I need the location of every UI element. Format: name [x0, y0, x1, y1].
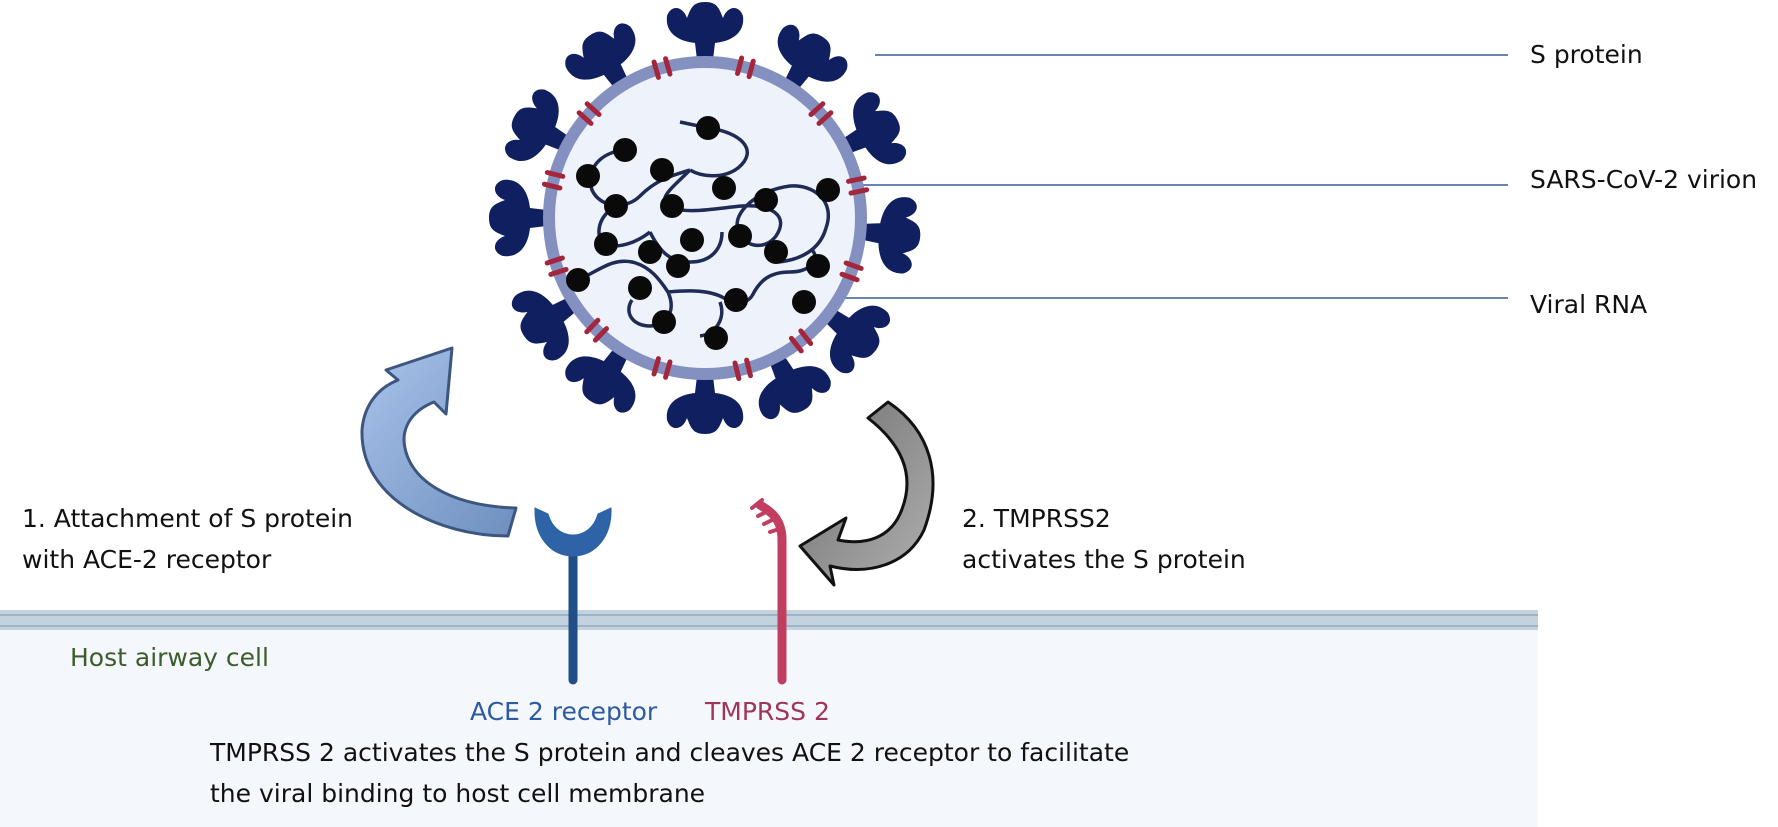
- rna-bead: [650, 158, 674, 182]
- virion-label: SARS-CoV-2 virion: [1530, 165, 1758, 194]
- spike-protein: [758, 348, 831, 420]
- attachment-arrow: [360, 346, 518, 538]
- membrane-protein: [732, 357, 753, 382]
- step2-label-line2: activates the S protein: [962, 545, 1246, 574]
- membrane-protein: [541, 170, 566, 191]
- viral-rna-label: Viral RNA: [1530, 290, 1648, 319]
- viral-rna: [566, 116, 840, 350]
- rna-bead: [604, 194, 628, 218]
- rna-bead: [660, 194, 684, 218]
- step2-label-line1: 2. TMPRSS2: [962, 504, 1111, 533]
- ace2-receptor: [534, 507, 612, 685]
- spike-protein: [777, 24, 848, 97]
- spike-protein: [505, 89, 576, 161]
- rna-bead: [816, 178, 840, 202]
- rna-bead: [806, 254, 830, 278]
- caption-line1: TMPRSS 2 activates the S protein and cle…: [210, 738, 1130, 767]
- rna-bead: [680, 228, 704, 252]
- ace2-label: ACE 2 receptor: [470, 697, 658, 726]
- rna-bead: [628, 276, 652, 300]
- spike-protein: [666, 2, 744, 68]
- membrane-protein: [735, 55, 756, 80]
- sars-cov-2-virion: [489, 2, 921, 434]
- rna-bead: [754, 188, 778, 212]
- spike-protein: [565, 341, 636, 413]
- spike-protein: [489, 179, 555, 257]
- rna-bead: [613, 138, 637, 162]
- attachment-arrow-shape: [360, 346, 518, 538]
- membrane-protein: [651, 356, 673, 380]
- spike-proteins: [489, 2, 921, 434]
- spike-protein: [666, 368, 744, 434]
- caption-line2: the viral binding to host cell membrane: [210, 779, 706, 808]
- rna-bead: [724, 288, 748, 312]
- tmprss2-head: [750, 498, 784, 534]
- rna-bead: [792, 290, 816, 314]
- membrane-protein: [808, 101, 834, 126]
- tmprss2-label: TMPRSS 2: [705, 697, 830, 726]
- step1-label: 1. Attachment of S protein with ACE-2 re…: [22, 498, 353, 580]
- spike-protein: [853, 197, 921, 274]
- host-airway-cell: [0, 610, 1538, 827]
- ace2-receptor-head: [534, 507, 612, 557]
- membrane-protein: [788, 328, 814, 354]
- tmprss2-protease: [750, 498, 787, 685]
- step1-label-line2: with ACE-2 receptor: [22, 545, 272, 574]
- membrane-protein: [576, 101, 602, 126]
- membrane-protein: [651, 56, 673, 80]
- membrane-protein: [544, 255, 569, 277]
- cell-interior: [0, 625, 1538, 827]
- rna-bead: [566, 268, 590, 292]
- rna-bead: [666, 254, 690, 278]
- spike-protein: [511, 290, 584, 361]
- rna-bead: [652, 310, 676, 334]
- spike-protein: [818, 304, 891, 374]
- spike-protein: [835, 92, 907, 165]
- rna-bead: [764, 240, 788, 264]
- membrane-protein: [839, 260, 864, 283]
- rna-bead: [696, 116, 720, 140]
- host-cell-label: Host airway cell: [70, 643, 269, 672]
- activation-arrow-shape: [798, 400, 935, 587]
- activation-arrow: [798, 400, 935, 587]
- rna-bead: [638, 240, 662, 264]
- rna-bead: [576, 164, 600, 188]
- s-protein-label: S protein: [1530, 40, 1643, 69]
- step1-label-line1: 1. Attachment of S protein: [22, 504, 354, 533]
- rna-bead: [594, 232, 618, 256]
- membrane-protein: [584, 317, 610, 343]
- caption: TMPRSS 2 activates the S protein and cle…: [210, 732, 1129, 814]
- spike-protein: [565, 23, 636, 95]
- rna-bead: [728, 224, 752, 248]
- membrane-protein: [846, 175, 870, 196]
- rna-beads: [566, 116, 840, 350]
- membrane-proteins: [541, 55, 870, 382]
- step2-label: 2. TMPRSS2 activates the S protein: [962, 498, 1246, 580]
- rna-bead: [712, 176, 736, 200]
- rna-bead: [704, 326, 728, 350]
